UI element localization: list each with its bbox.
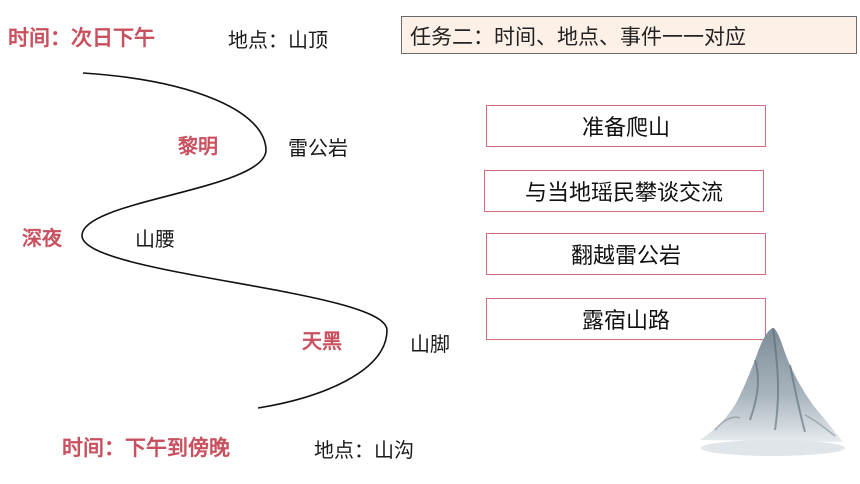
bottom-place-label: 地点：山沟	[314, 438, 414, 462]
time-label-dusk: 天黑	[302, 329, 342, 353]
time-label-deep-night: 深夜	[22, 226, 62, 250]
bottom-time-label: 时间：下午到傍晚	[62, 435, 230, 460]
place-label-thunder-rock: 雷公岩	[288, 136, 348, 160]
top-time-label: 时间：次日下午	[8, 25, 155, 50]
event-box-cross-thunder-rock[interactable]: 翻越雷公岩	[486, 233, 766, 275]
place-label-mountainside: 山腰	[135, 227, 175, 251]
top-place-label: 地点：山顶	[228, 28, 328, 52]
task-title-box: 任务二：时间、地点、事件一一对应	[401, 16, 857, 54]
event-box-camp-on-road[interactable]: 露宿山路	[486, 298, 766, 340]
place-label-foot: 山脚	[410, 332, 450, 356]
event-box-chat-with-locals[interactable]: 与当地瑶民攀谈交流	[484, 170, 764, 212]
time-label-dawn: 黎明	[178, 134, 218, 158]
event-box-prepare-climb[interactable]: 准备爬山	[486, 105, 766, 147]
mountain-icon	[700, 327, 845, 456]
